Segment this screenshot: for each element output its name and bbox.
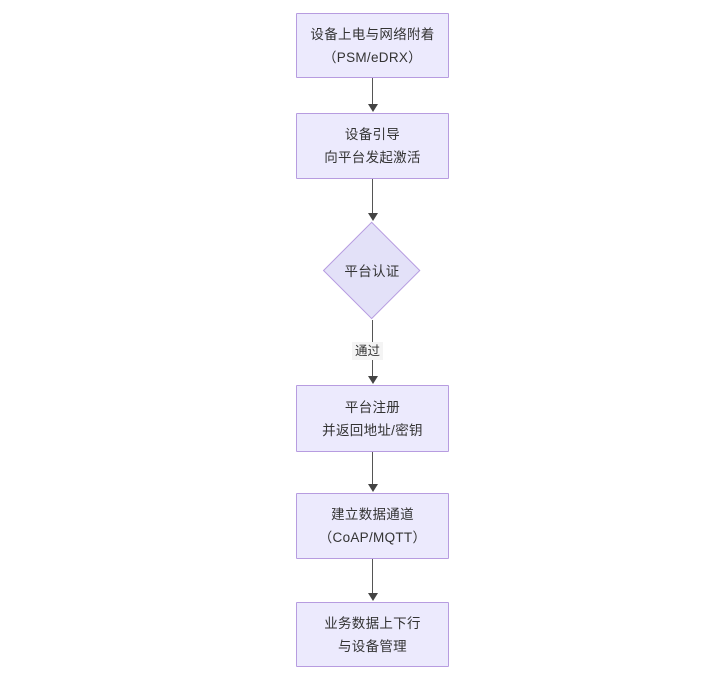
flow-node-device-power-on[interactable]: 设备上电与网络附着 （PSM/eDRX） — [296, 13, 449, 78]
flow-edge-n5-n6-line — [372, 559, 373, 594]
flow-edge-n5-n6-arrowhead — [367, 593, 378, 601]
flow-node-label: 平台认证 — [344, 263, 400, 279]
flow-node-label: 设备上电与网络附着 （PSM/eDRX） — [310, 26, 435, 65]
flow-node-label: 建立数据通道 （CoAP/MQTT） — [318, 507, 427, 545]
flow-edge-n1-n2-arrowhead — [367, 104, 378, 112]
flow-edge-n2-n3-arrowhead — [367, 213, 378, 221]
flow-node-label: 设备引导 向平台发起激活 — [324, 127, 421, 165]
flow-edge-n4-n5-line — [372, 452, 373, 485]
flow-edge-n4-n5-arrowhead — [367, 484, 378, 492]
flow-edge-n1-n2-line — [372, 78, 373, 105]
flow-node-business-data[interactable]: 业务数据上下行 与设备管理 — [296, 602, 449, 667]
flow-node-label: 业务数据上下行 与设备管理 — [324, 615, 421, 654]
flow-edge-n2-n3-line — [372, 179, 373, 215]
flow-edge-n3-n4-arrowhead — [367, 376, 378, 384]
flow-node-label: 平台注册 并返回地址/密钥 — [322, 399, 423, 438]
flow-node-platform-auth-decision[interactable]: 平台认证 — [323, 222, 422, 321]
flow-edge-label-pass: 通过 — [352, 342, 384, 360]
flow-node-device-bootstrap[interactable]: 设备引导 向平台发起激活 — [296, 113, 449, 179]
flow-node-data-channel[interactable]: 建立数据通道 （CoAP/MQTT） — [296, 493, 449, 559]
flow-node-platform-register[interactable]: 平台注册 并返回地址/密钥 — [296, 385, 449, 452]
